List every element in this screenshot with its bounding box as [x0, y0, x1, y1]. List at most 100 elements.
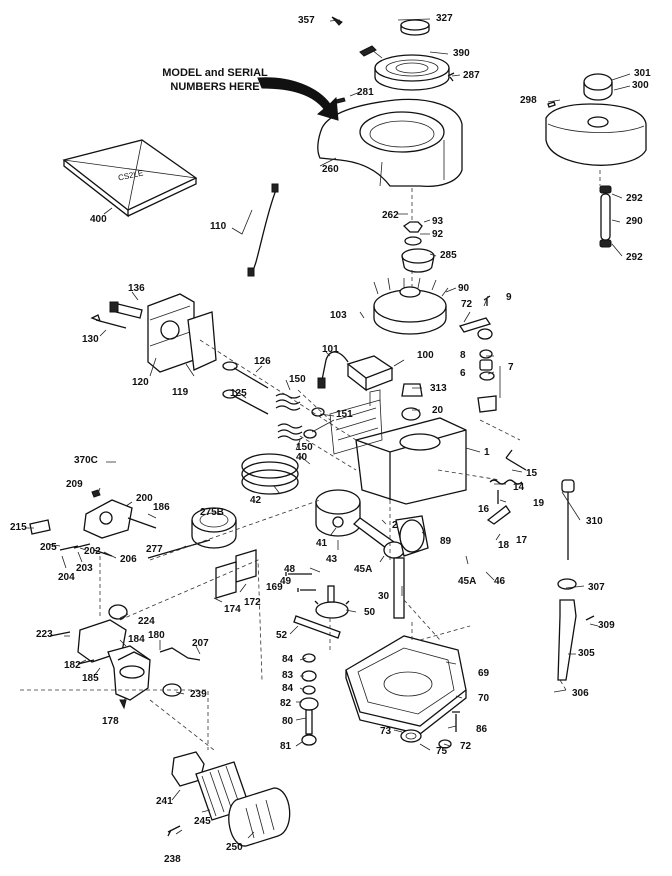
part-label-151: 151 — [336, 409, 353, 420]
air-filter-part — [147, 507, 237, 559]
part-label-275b: 275B — [200, 507, 224, 518]
part-label-207: 207 — [192, 638, 209, 649]
starter-cup-part — [401, 248, 435, 273]
breather-tube-part — [458, 317, 492, 333]
dipstick-part — [557, 479, 577, 590]
part-label-17: 17 — [516, 535, 528, 546]
part-label-46: 46 — [494, 576, 506, 587]
part-label-224: 224 — [138, 616, 155, 627]
part-label-300: 300 — [632, 80, 649, 91]
crankshaft-part — [393, 515, 429, 619]
part-label-101: 101 — [322, 344, 339, 355]
part-label-239: 239 — [190, 689, 207, 700]
connecting-rod-part — [353, 517, 405, 559]
part-label-250: 250 — [226, 842, 243, 853]
part-label-169: 169 — [266, 582, 283, 593]
part-label-223: 223 — [36, 629, 53, 640]
dipstick-tube-part — [557, 599, 595, 681]
part-label-7: 7 — [508, 362, 514, 373]
fuel-line-part — [599, 185, 612, 248]
part-label-83: 83 — [282, 670, 294, 681]
rewind-starter-part — [359, 45, 450, 91]
part-label-92: 92 — [432, 229, 444, 240]
breather-seal-part — [477, 328, 493, 340]
tappets-48-part — [285, 572, 316, 592]
part-label-6: 6 — [460, 368, 466, 379]
part-label-43: 43 — [326, 554, 338, 565]
part-label-301: 301 — [634, 68, 651, 79]
part-label-93: 93 — [432, 216, 444, 227]
part-label-130: 130 — [82, 334, 99, 345]
part-label-86: 86 — [476, 724, 488, 735]
part-label-110: 110 — [210, 221, 227, 232]
part-label-281: 281 — [357, 87, 374, 98]
part-label-50: 50 — [364, 607, 376, 618]
part-label-150-top: 150 — [289, 374, 306, 385]
governor-link-part — [505, 449, 527, 471]
part-label-48: 48 — [284, 564, 296, 575]
primer-part — [108, 604, 128, 620]
carburetor-body-part — [77, 619, 201, 701]
part-label-16: 16 — [478, 504, 490, 515]
part-label-313: 313 — [430, 383, 447, 394]
head-bolt-part — [90, 314, 127, 329]
part-label-390: 390 — [453, 48, 470, 59]
ignition-armature-part — [317, 351, 394, 392]
part-label-73: 73 — [380, 726, 392, 737]
part-label-119: 119 — [172, 387, 189, 398]
part-label-49: 49 — [280, 576, 292, 587]
part-label-103: 103 — [330, 310, 347, 321]
part-label-174: 174 — [224, 604, 241, 615]
part-label-120: 120 — [132, 377, 149, 388]
part-label-126: 126 — [254, 356, 271, 367]
part-label-184: 184 — [128, 634, 145, 645]
part-label-52: 52 — [276, 630, 288, 641]
part-label-180: 180 — [148, 630, 165, 641]
part-label-81: 81 — [280, 741, 292, 752]
carb-screws-part — [59, 543, 113, 557]
part-label-357: 357 — [298, 15, 315, 26]
part-label-30: 30 — [378, 591, 390, 602]
assembly-guide-lines — [20, 170, 601, 751]
part-label-205: 205 — [40, 542, 57, 553]
part-label-305: 305 — [578, 648, 595, 659]
part-label-15: 15 — [526, 468, 538, 479]
piston-rings-part — [241, 453, 299, 495]
part-label-2: 2 — [392, 520, 398, 531]
flywheel-nut-part — [402, 221, 423, 233]
valve-spring-part — [275, 393, 325, 441]
part-label-14: 14 — [513, 482, 525, 493]
part-label-185: 185 — [82, 673, 99, 684]
model-serial-note: MODEL and SERIAL NUMBERS HERE — [152, 66, 278, 94]
part-label-150-bottom: 150 — [296, 442, 313, 453]
part-label-84-bottom: 84 — [282, 683, 294, 694]
part-label-204: 204 — [58, 572, 75, 583]
part-label-42: 42 — [250, 495, 262, 506]
part-label-9: 9 — [506, 292, 512, 303]
part-label-370c: 370C — [74, 455, 98, 466]
part-label-203: 203 — [76, 563, 93, 574]
part-label-1: 1 — [484, 447, 490, 458]
screw-357-part — [331, 16, 343, 26]
part-label-19: 19 — [533, 498, 545, 509]
piston-part — [315, 489, 361, 537]
part-label-172: 172 — [244, 597, 261, 608]
part-label-72-bottom: 72 — [460, 741, 472, 752]
cylinder-block-part — [329, 389, 467, 505]
muffler-guard-part — [228, 787, 291, 847]
part-label-215: 215 — [10, 522, 27, 533]
part-label-69: 69 — [478, 668, 490, 679]
part-label-306: 306 — [572, 688, 589, 699]
stop-wire-part — [251, 189, 277, 275]
oil-seal-part — [400, 729, 422, 743]
part-label-45a-left: 45A — [354, 564, 373, 575]
part-label-307: 307 — [588, 582, 605, 593]
seal-20-part — [401, 407, 421, 421]
part-label-400: 400 — [90, 214, 107, 225]
model-serial-note-line1: MODEL and SERIAL — [162, 67, 268, 79]
air-cleaner-cover-part — [62, 139, 198, 218]
part-label-290: 290 — [626, 216, 643, 227]
part-label-75: 75 — [436, 746, 448, 757]
model-serial-arrow — [257, 77, 339, 121]
intake-gasket-part — [235, 549, 257, 583]
